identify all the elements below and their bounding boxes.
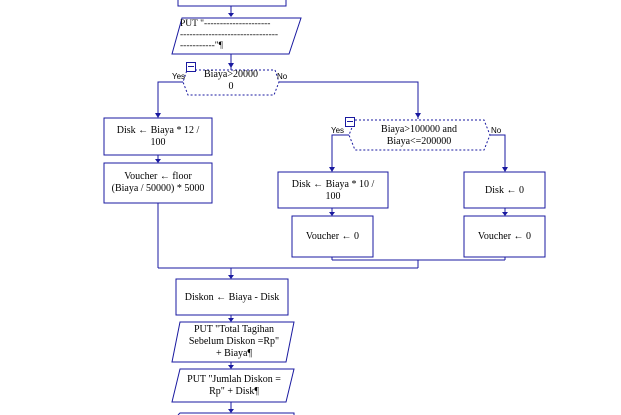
collapse-toggle-icon[interactable]: [345, 117, 355, 127]
voucher0-label-a: Voucher ← 0: [305, 231, 360, 242]
decision2-yes-label: Yes: [331, 126, 345, 135]
diskon-box[interactable]: [175, 278, 289, 316]
put-total-shape[interactable]: [171, 321, 295, 363]
decision1-shape[interactable]: [182, 69, 280, 96]
arrowhead: [155, 159, 161, 163]
arrowhead: [228, 13, 234, 17]
arrowhead: [329, 167, 335, 172]
decision2-no-label: No: [491, 126, 502, 135]
put-total-label: PUT "Total Tagihan Sebelum Diskon =Rp" +…: [188, 324, 280, 359]
put-dashes-shape[interactable]: [171, 17, 302, 55]
decision2-shape[interactable]: [348, 119, 491, 151]
top-process-stub: [177, 0, 287, 7]
arrowhead: [228, 318, 234, 322]
arrowhead: [502, 212, 508, 216]
voucher-floor-label: Voucher ← floor (Biaya / 50000) * 5000: [111, 171, 205, 194]
voucher0-label-b: Voucher ← 0: [477, 231, 532, 242]
put-jumlah-label: PUT "Jumlah Diskon = Rp" + Disk¶: [187, 374, 281, 397]
arrowhead: [329, 212, 335, 216]
arrowhead: [228, 409, 234, 413]
arrowhead: [155, 113, 161, 118]
put-jumlah-shape[interactable]: [171, 368, 295, 403]
decision1-label: Biaya>20000 0: [204, 69, 258, 92]
diskon-label: Diskon ← Biaya - Disk: [184, 292, 280, 303]
disk12-label: Disk ← Biaya * 12 / 100: [116, 125, 200, 148]
disk10-box[interactable]: [277, 171, 389, 209]
decision1-no-label: No: [277, 72, 288, 81]
collapse-toggle-icon[interactable]: [186, 62, 196, 72]
arrowhead: [228, 365, 234, 369]
arrowhead: [502, 167, 508, 172]
disk10-label: Disk ← Biaya * 10 / 100: [291, 179, 375, 202]
no-branch-line: [490, 134, 506, 171]
put-dashes-label: PUT "--------------------- -------------…: [180, 19, 279, 51]
arrowhead: [415, 113, 421, 118]
bottom-shape-stub: [177, 412, 295, 415]
decision1-yes-label: Yes: [172, 72, 186, 81]
arrowhead: [228, 63, 234, 68]
disk0-label: Disk ← 0: [485, 185, 524, 196]
decision2-label: Biaya>100000 and Biaya<=200000: [381, 124, 457, 147]
yes-branch-line: [157, 81, 183, 117]
no-branch-line: [279, 81, 419, 116]
yes-branch-line: [331, 134, 349, 171]
arrowhead: [228, 275, 234, 279]
